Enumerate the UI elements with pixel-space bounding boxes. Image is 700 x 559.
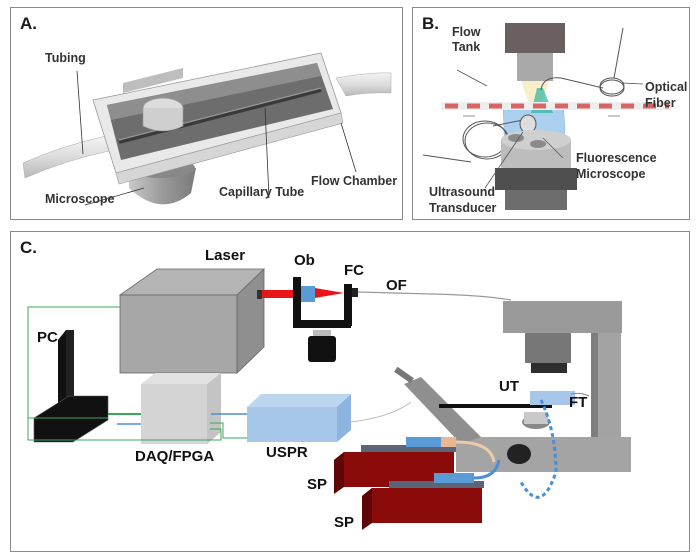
- label-optical-fiber: OF: [386, 277, 407, 294]
- label-daq-fpga: DAQ/FPGA: [135, 448, 215, 465]
- tubing-right: [335, 72, 392, 97]
- label-uspr: USPR: [266, 444, 308, 461]
- panel-c-system-schematic: C.: [10, 231, 690, 552]
- panel-c-label: C.: [20, 238, 37, 257]
- pc-base: [33, 395, 109, 443]
- objective-lens: [301, 286, 315, 302]
- callout-fluorescence-microscope: Fluorescence Microscope: [576, 150, 657, 182]
- fluorescence-line2: Microscope: [576, 167, 646, 181]
- system-schematic: [27, 268, 631, 530]
- optical-fiber: [540, 77, 604, 91]
- optical-fiber-line1: Optical: [645, 80, 688, 94]
- capillary-tube: [118, 88, 322, 144]
- daq-fpga-box: [141, 384, 207, 444]
- inverted-microscope-head: [503, 301, 622, 333]
- microscope-objective: [129, 168, 196, 205]
- label-ultrasound-transducer: UT: [499, 378, 519, 395]
- flow-tank-illustration: [422, 23, 671, 210]
- ultrasound-line1: Ultrasound: [429, 185, 495, 199]
- syringe-pump-2: [372, 488, 482, 523]
- panel-b-label: B.: [422, 14, 439, 33]
- tubing-left: [22, 135, 110, 179]
- signal-line-green: [27, 306, 120, 419]
- flow-tank-line1: Flow: [452, 25, 481, 39]
- label-laser: Laser: [205, 247, 246, 264]
- panel-a-label: A.: [20, 14, 37, 33]
- label-syringe-pump-1: SP: [307, 476, 328, 493]
- callout-ultrasound-transducer: Ultrasound Transducer: [429, 184, 496, 216]
- panel-b-flow-tank-setup: B.: [412, 7, 690, 220]
- callout-capillary-tube: Capillary Tube: [219, 185, 305, 199]
- label-syringe-pump-2: SP: [334, 514, 355, 531]
- laser-beam: [262, 290, 295, 298]
- callout-flow-chamber: Flow Chamber: [311, 174, 398, 188]
- panel-a-flow-chamber: A.: [10, 7, 403, 220]
- label-objective: Ob: [294, 252, 315, 269]
- callout-flow-tank: Flow Tank: [452, 25, 480, 55]
- flow-chamber-illustration: [22, 52, 392, 206]
- ultrasound-line2: Transducer: [429, 201, 497, 215]
- callout-microscope: Microscope: [45, 192, 115, 206]
- callout-tubing: Tubing: [45, 51, 86, 65]
- flow-tank-line2: Tank: [452, 40, 481, 54]
- callout-optical-fiber: Optical Fiber: [645, 79, 687, 111]
- uspr-box: [247, 407, 337, 442]
- laser-box: [119, 294, 238, 374]
- label-pc: PC: [37, 329, 58, 346]
- fluorescence-line1: Fluorescence: [576, 151, 657, 165]
- optical-fiber-line2: Fiber: [645, 96, 676, 110]
- label-fiber-coupler: FC: [344, 262, 364, 279]
- label-flow-tank: FT: [569, 394, 588, 411]
- top-camera: [505, 23, 565, 53]
